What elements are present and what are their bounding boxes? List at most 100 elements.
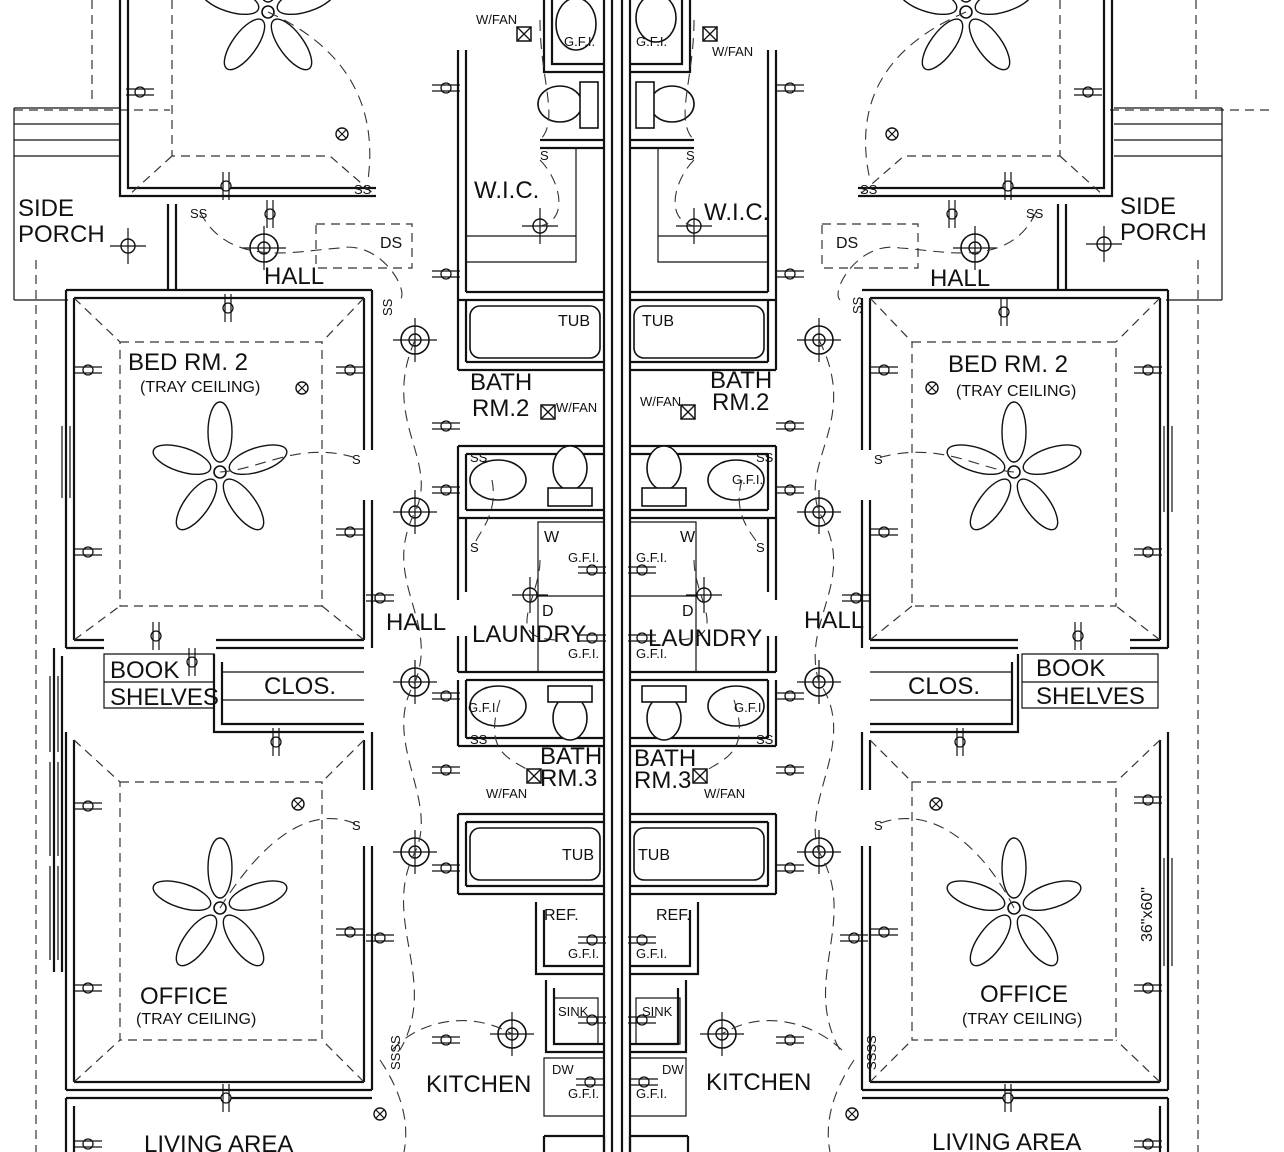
outlet-icon bbox=[870, 926, 898, 938]
hall-top-label: HALL bbox=[930, 265, 990, 292]
gfi-ref-label: G.F.I. bbox=[636, 946, 667, 961]
outlet-icon bbox=[270, 728, 282, 756]
gfi-top-label: G.F.I. bbox=[636, 34, 667, 49]
outlet-icon bbox=[264, 200, 276, 228]
outlet-icon bbox=[432, 764, 460, 776]
bath3-label-1: BATH bbox=[540, 743, 602, 770]
outlet-icon bbox=[1074, 86, 1102, 98]
outlet-icon bbox=[954, 728, 966, 756]
smoke-detector-icon bbox=[925, 381, 939, 395]
dw-label: DW bbox=[662, 1062, 684, 1077]
switch-ss: SS bbox=[756, 450, 774, 465]
switch-ss: SS bbox=[850, 296, 865, 314]
outlet-icon bbox=[74, 800, 102, 812]
switch-s: S bbox=[874, 452, 883, 467]
hall-center-label: HALL bbox=[386, 609, 446, 636]
ceiling-fan-icon bbox=[152, 837, 288, 967]
outlet-icon bbox=[628, 632, 656, 644]
wfan-b3-label: W/FAN bbox=[704, 786, 745, 801]
outlet-icon bbox=[74, 982, 102, 994]
gfi-laundry-b-label: G.F.I. bbox=[568, 646, 599, 661]
outlet-icon bbox=[432, 862, 460, 874]
closet-label: CLOS. bbox=[264, 673, 336, 700]
outlet-icon bbox=[776, 764, 804, 776]
ds-box-left bbox=[315, 223, 413, 269]
bed2-label: BED RM. 2 bbox=[948, 351, 1068, 378]
wall-outlets bbox=[74, 82, 1162, 1150]
outlet-icon bbox=[336, 364, 364, 376]
light-fixture-icon bbox=[110, 228, 146, 264]
switch-ss: SS bbox=[380, 298, 395, 316]
outlet-icon bbox=[74, 1138, 102, 1150]
outlet-icon bbox=[946, 200, 958, 228]
smoke-detector-icon bbox=[291, 797, 305, 811]
outlet-icon bbox=[776, 862, 804, 874]
light-fixture-icon bbox=[686, 577, 722, 613]
outlet-icon bbox=[578, 934, 606, 946]
light-fixture-icon bbox=[512, 577, 548, 613]
outlet-icon bbox=[776, 82, 804, 94]
outlet-icon bbox=[74, 546, 102, 558]
smoke-detector-icon bbox=[373, 1107, 387, 1121]
ceiling-light-icon bbox=[393, 490, 437, 534]
outlet-icon bbox=[432, 268, 460, 280]
switch-s: S bbox=[540, 148, 549, 163]
smoke-detectors bbox=[291, 127, 943, 1121]
gfi-dw-label: G.F.I. bbox=[636, 1086, 667, 1101]
smoke-detector-icon bbox=[295, 381, 309, 395]
outlet-icon bbox=[1134, 1138, 1162, 1150]
ceiling-fan-icon bbox=[200, 0, 336, 71]
outlet-icon bbox=[432, 690, 460, 702]
switch-ss: SS bbox=[190, 206, 208, 221]
outlet-icon bbox=[336, 926, 364, 938]
exhaust-fan-icon bbox=[540, 404, 556, 420]
switch-ssss: SSSS bbox=[864, 1035, 879, 1070]
bed2-label: BED RM. 2 bbox=[128, 349, 248, 376]
switch-ss: SS bbox=[470, 450, 488, 465]
switch-labels: SS SS SS S S S SS SS S SSSS SS SS SS S S… bbox=[190, 148, 1044, 1070]
wfan-top-label: W/FAN bbox=[712, 44, 753, 59]
right-unit-labels: SIDE PORCH HALL DS W.I.C. W/FAN G.F.I. T… bbox=[634, 34, 1207, 1152]
exhaust-fan-icon bbox=[702, 26, 718, 42]
outlet-icon bbox=[578, 1014, 606, 1026]
light-fixtures bbox=[110, 208, 1122, 1056]
left-unit-walls bbox=[13, 0, 377, 1152]
exhaust-fan-icon bbox=[680, 404, 696, 420]
bath2-label-2: RM.2 bbox=[472, 395, 529, 422]
bath2-label-1: BATH bbox=[470, 369, 532, 396]
side-porch-label-2: PORCH bbox=[1120, 219, 1207, 246]
gfi-laundry-b-label: G.F.I. bbox=[636, 646, 667, 661]
bath3-label-2: RM.3 bbox=[634, 767, 691, 794]
wiring-runs bbox=[199, 11, 1037, 1152]
switch-ss: SS bbox=[860, 182, 878, 197]
book-label-1: BOOK bbox=[110, 657, 179, 684]
smoke-detector-icon bbox=[885, 127, 899, 141]
wfan-top-label: W/FAN bbox=[476, 12, 517, 27]
ceiling-fan-icon bbox=[898, 0, 1034, 71]
ds-label: DS bbox=[836, 235, 858, 252]
book-label-2: SHELVES bbox=[110, 684, 219, 711]
side-porch-label-2: PORCH bbox=[18, 221, 105, 248]
switch-ssss: SSSS bbox=[388, 1035, 403, 1070]
ds-box-right bbox=[821, 223, 919, 269]
bed2-sub-label: (TRAY CEILING) bbox=[956, 383, 1076, 400]
outlet-icon bbox=[1002, 172, 1014, 200]
right-core-walls bbox=[628, 0, 778, 1152]
outlet-icon bbox=[1134, 364, 1162, 376]
office-label: OFFICE bbox=[980, 981, 1068, 1008]
gfi-b2-label: G.F.I. bbox=[732, 472, 763, 487]
gfi-dw-label: G.F.I. bbox=[568, 1086, 599, 1101]
ceiling-fan-icon bbox=[946, 401, 1082, 531]
exhaust-fan-icon bbox=[526, 768, 542, 784]
living-label: LIVING AREA bbox=[144, 1131, 293, 1152]
outlet-icon bbox=[336, 526, 364, 538]
side-porch-label-1: SIDE bbox=[18, 195, 74, 222]
switch-s: S bbox=[874, 818, 883, 833]
book-label-2: SHELVES bbox=[1036, 683, 1145, 710]
ref-label: REF. bbox=[656, 907, 691, 924]
outlet-icon bbox=[186, 648, 198, 676]
sink-label: SINK bbox=[558, 1004, 589, 1019]
right-unit-walls bbox=[857, 0, 1270, 1152]
switch-s: S bbox=[352, 452, 361, 467]
